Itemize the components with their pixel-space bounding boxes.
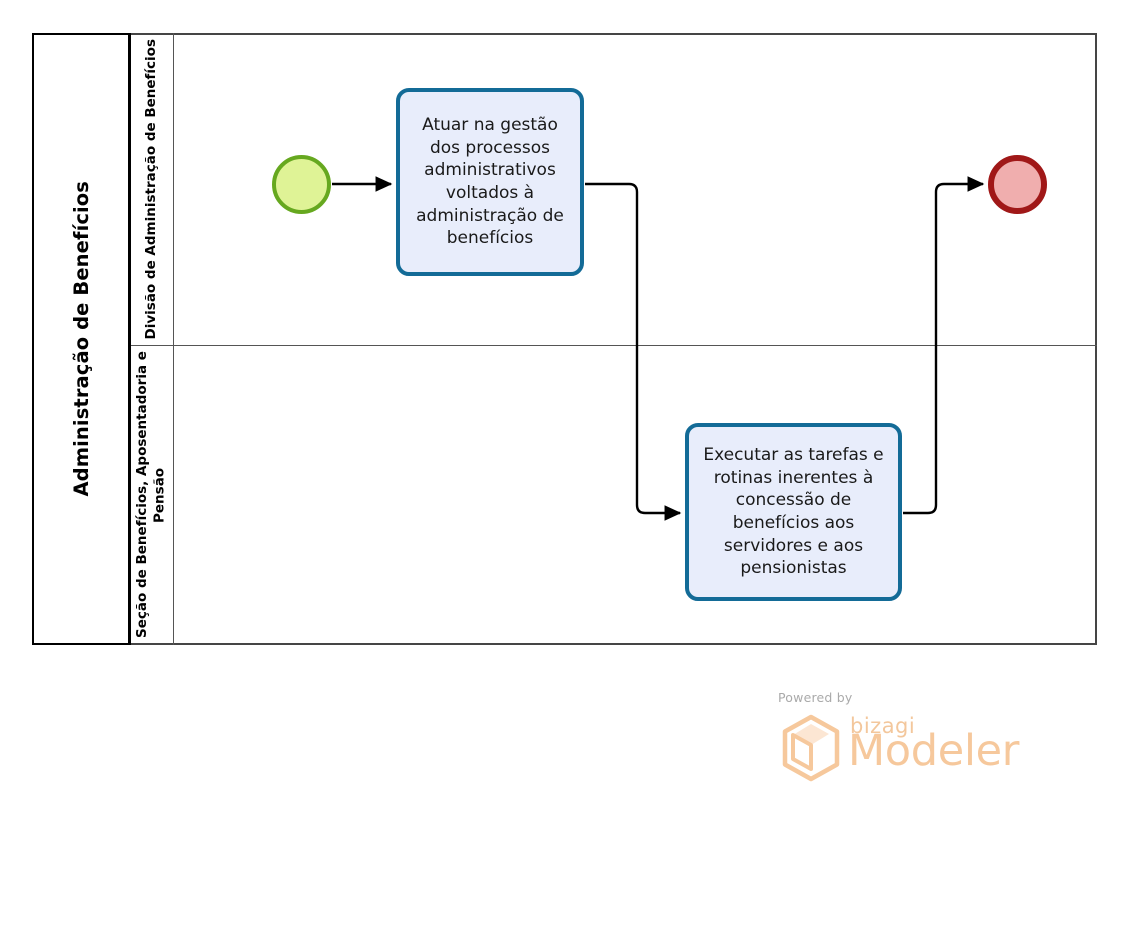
task-1-label: Atuar na gestão dos processos administra… [416,115,564,249]
lane-header-divisao[interactable]: Divisão de Administração de Benefícios [131,33,174,345]
modeler-product-text: Modeler [848,726,1020,776]
start-event-circle[interactable] [272,155,331,214]
bizagi-logo-icon [782,714,840,782]
lane-header-secao[interactable]: Seção de Benefícios, Aposentadoria e Pen… [131,345,174,645]
pool-header[interactable]: Administração de Benefícios [32,33,131,645]
powered-by-label: Powered by [778,690,853,705]
bizagi-brand-text: bizagi [850,714,916,738]
lane-secao-de-beneficios-aposentadoria-e-pensao[interactable] [131,345,1097,645]
end-event-circle[interactable] [988,155,1047,214]
bizagi-watermark: Powered by bizagi Modeler [778,690,1038,790]
task-2-label: Executar as tarefas e rotinas inerentes … [703,445,884,579]
pool-title: Administração de Benefícios [69,181,93,497]
lane-2-label: Seção de Benefícios, Aposentadoria e Pen… [134,351,168,639]
task-executar-as-tarefas-e-rotinas[interactable]: Executar as tarefas e rotinas inerentes … [685,423,902,601]
lane-1-label: Divisão de Administração de Benefícios [143,38,160,340]
task-atuar-na-gestao-dos-processos[interactable]: Atuar na gestão dos processos administra… [396,88,584,276]
